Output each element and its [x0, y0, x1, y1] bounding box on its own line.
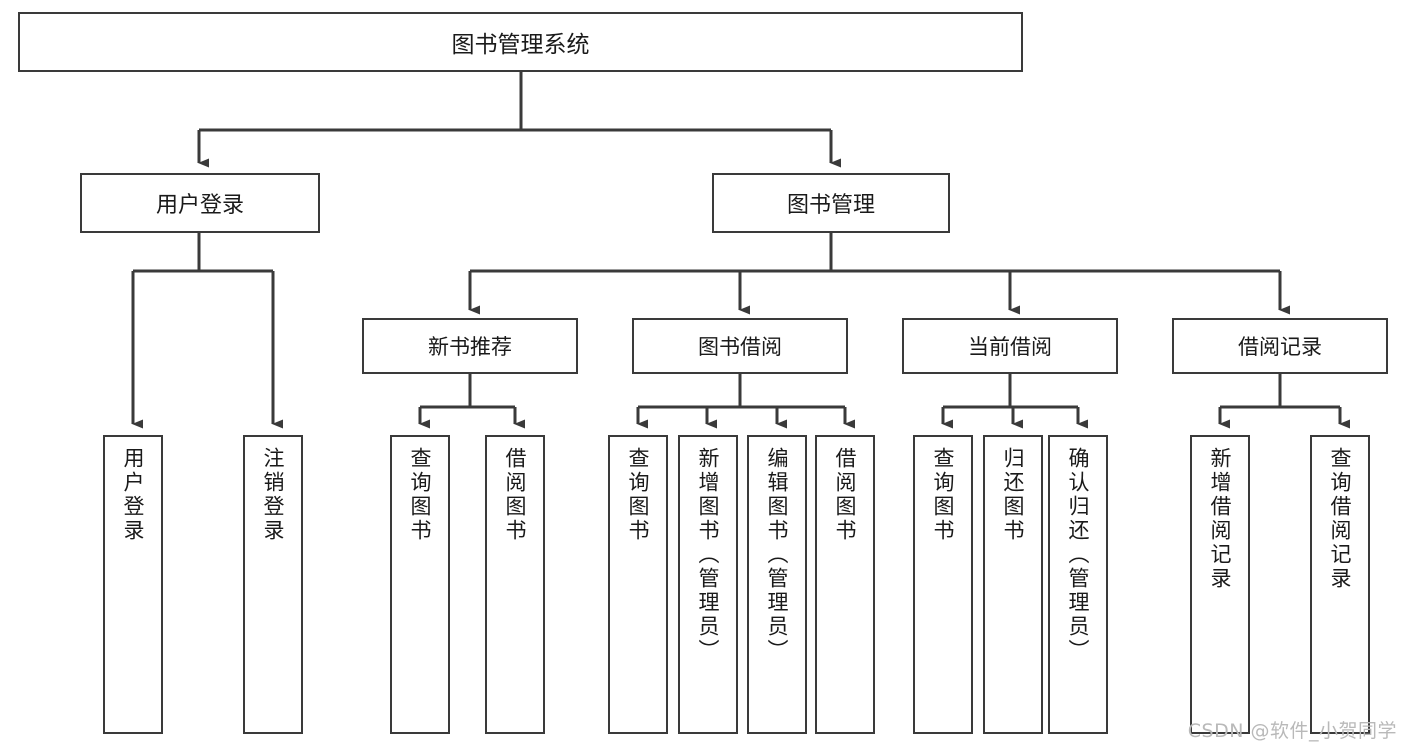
- leaf-label: 新增图书（管理员）: [696, 447, 721, 663]
- node-new-book-recommend[interactable]: 新书推荐: [362, 318, 578, 374]
- node-root-label: 图书管理系统: [451, 32, 590, 58]
- leaf-user-login-logout[interactable]: 注销登录: [243, 435, 303, 734]
- node-book-borrow-label: 图书借阅: [698, 335, 782, 359]
- leaf-book-borrow-edit-book-admin[interactable]: 编辑图书（管理员）: [747, 435, 807, 734]
- leaf-label: 查询图书: [408, 447, 433, 543]
- leaf-borrow-record-add-record[interactable]: 新增借阅记录: [1190, 435, 1250, 734]
- node-book-management-label: 图书管理: [786, 193, 875, 218]
- leaf-label: 借阅图书: [503, 447, 528, 543]
- node-book-borrow[interactable]: 图书借阅: [632, 318, 848, 374]
- leaf-label: 归还图书: [1001, 447, 1026, 543]
- leaf-user-login-do-login[interactable]: 用户登录: [103, 435, 163, 734]
- node-new-book-recommend-label: 新书推荐: [428, 335, 512, 359]
- node-current-borrow-label: 当前借阅: [968, 335, 1052, 359]
- node-book-management[interactable]: 图书管理: [712, 173, 950, 233]
- leaf-label: 查询图书: [931, 447, 956, 543]
- leaf-label: 查询借阅记录: [1328, 447, 1353, 591]
- leaf-book-borrow-borrow-book[interactable]: 借阅图书: [815, 435, 875, 734]
- node-user-login[interactable]: 用户登录: [80, 173, 320, 233]
- leaf-new-book-query-book[interactable]: 查询图书: [390, 435, 450, 734]
- leaf-book-borrow-add-book-admin[interactable]: 新增图书（管理员）: [678, 435, 738, 734]
- leaf-label: 查询图书: [626, 447, 651, 543]
- leaf-label: 新增借阅记录: [1208, 447, 1233, 591]
- leaf-current-borrow-return-book[interactable]: 归还图书: [983, 435, 1043, 734]
- leaf-label: 注销登录: [261, 447, 286, 543]
- leaf-current-borrow-confirm-return-admin[interactable]: 确认归还（管理员）: [1048, 435, 1108, 734]
- node-user-login-label: 用户登录: [155, 193, 244, 218]
- leaf-new-book-borrow-book[interactable]: 借阅图书: [485, 435, 545, 734]
- leaf-label: 借阅图书: [833, 447, 858, 543]
- leaf-borrow-record-query-record[interactable]: 查询借阅记录: [1310, 435, 1370, 734]
- leaf-current-borrow-query-book[interactable]: 查询图书: [913, 435, 973, 734]
- leaf-label: 确认归还（管理员）: [1066, 447, 1091, 663]
- node-root-library-system[interactable]: 图书管理系统: [18, 12, 1023, 72]
- node-borrow-record[interactable]: 借阅记录: [1172, 318, 1388, 374]
- node-borrow-record-label: 借阅记录: [1238, 335, 1322, 359]
- leaf-label: 编辑图书（管理员）: [765, 447, 790, 663]
- node-current-borrow[interactable]: 当前借阅: [902, 318, 1118, 374]
- leaf-label: 用户登录: [121, 447, 146, 543]
- watermark-text: CSDN @软件_小贺同学: [1187, 720, 1397, 742]
- leaf-book-borrow-query-book[interactable]: 查询图书: [608, 435, 668, 734]
